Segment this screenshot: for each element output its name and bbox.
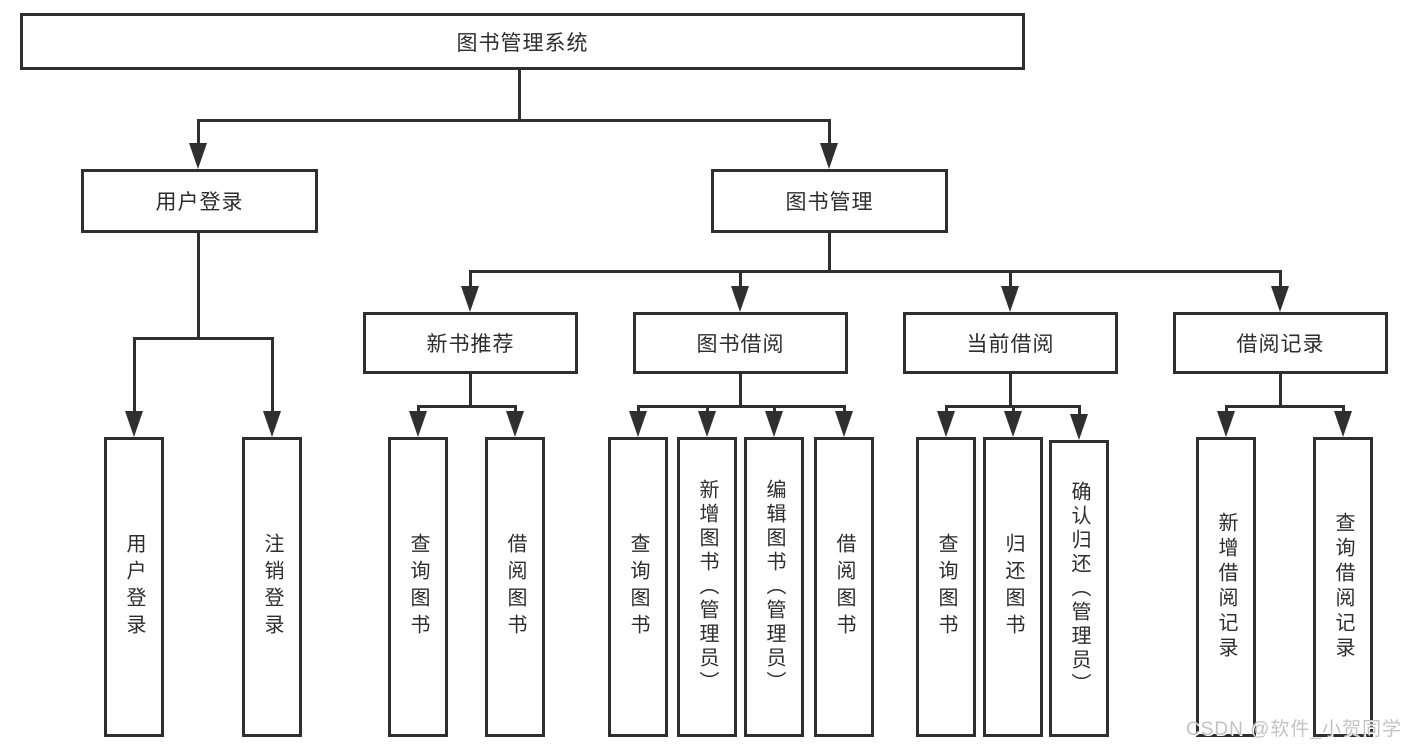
- node-leaf-bb-query-books: 查询图书: [608, 437, 668, 737]
- connector-line: [1009, 270, 1012, 288]
- node-leaf-user-login: 用户登录: [104, 437, 164, 737]
- node-user-login-group-label: 用户登录: [155, 191, 244, 214]
- arrow-down-icon: [1271, 286, 1289, 312]
- node-leaf-cb-query-books: 查询图书: [916, 437, 976, 737]
- node-leaf-user-login-label: 用户登录: [123, 533, 145, 641]
- arrow-down-icon: [1001, 286, 1019, 312]
- node-leaf-cb-return-books: 归还图书: [983, 437, 1043, 737]
- connector-line: [514, 405, 517, 415]
- node-leaf-bb-borrow-books-label: 借阅图书: [833, 533, 855, 641]
- connector-line: [1009, 374, 1012, 407]
- connector-line: [271, 337, 274, 413]
- arrow-down-icon: [820, 143, 838, 169]
- node-leaf-nbr-query-books: 查询图书: [388, 437, 448, 737]
- node-borrowing-records-label: 借阅记录: [1236, 333, 1325, 356]
- connector-line: [1012, 405, 1015, 415]
- node-book-borrowing: 图书借阅: [633, 312, 848, 374]
- connector-line: [133, 337, 274, 340]
- node-borrowing-records: 借阅记录: [1173, 312, 1388, 374]
- connector-line: [1342, 405, 1345, 415]
- connector-line: [417, 405, 420, 415]
- connector-line: [1279, 270, 1282, 288]
- node-leaf-bb-query-books-label: 查询图书: [627, 533, 649, 641]
- connector-line: [197, 119, 200, 147]
- connector-line: [197, 119, 831, 122]
- node-leaf-bb-add-books: 新增图书（管理员）: [677, 437, 737, 737]
- node-leaf-cb-return-books-label: 归还图书: [1002, 533, 1024, 641]
- connector-line: [945, 405, 948, 415]
- arrow-down-icon: [835, 411, 853, 437]
- connector-line: [828, 233, 831, 272]
- arrow-down-icon: [1334, 411, 1352, 437]
- node-leaf-cb-confirm-return-label: 确认归还（管理员）: [1068, 480, 1090, 697]
- connector-line: [739, 374, 742, 407]
- connector-line: [469, 374, 472, 407]
- connector-line: [637, 405, 846, 408]
- connector-line: [417, 405, 517, 408]
- connector-line: [637, 405, 640, 415]
- connector-line: [773, 405, 776, 415]
- node-leaf-logout: 注销登录: [242, 437, 302, 737]
- node-leaf-nbr-borrow-books-label: 借阅图书: [504, 533, 526, 641]
- node-leaf-br-add-record-label: 新增借阅记录: [1215, 512, 1237, 662]
- arrow-down-icon: [263, 411, 281, 437]
- node-book-borrowing-label: 图书借阅: [696, 333, 785, 356]
- arrow-down-icon: [765, 411, 783, 437]
- node-leaf-cb-confirm-return: 确认归还（管理员）: [1049, 440, 1109, 737]
- arrow-down-icon: [409, 411, 427, 437]
- connector-line: [1279, 374, 1282, 407]
- connector-line: [1225, 405, 1228, 415]
- node-leaf-br-query-record: 查询借阅记录: [1313, 437, 1373, 737]
- arrow-down-icon: [1004, 411, 1022, 437]
- connector-line: [469, 270, 1282, 273]
- node-book-management: 图书管理: [711, 169, 948, 233]
- connector-line: [518, 68, 521, 121]
- node-leaf-bb-borrow-books: 借阅图书: [814, 437, 874, 737]
- node-root-label: 图书管理系统: [456, 31, 589, 55]
- node-new-book-recommend: 新书推荐: [363, 312, 578, 374]
- node-leaf-bb-add-books-label: 新增图书（管理员）: [696, 479, 718, 695]
- node-leaf-br-query-record-label: 查询借阅记录: [1332, 512, 1354, 662]
- connector-line: [1225, 405, 1345, 408]
- connector-line: [469, 270, 472, 288]
- node-leaf-logout-label: 注销登录: [261, 533, 283, 641]
- arrow-down-icon: [125, 411, 143, 437]
- connector-line: [706, 405, 709, 415]
- arrow-down-icon: [506, 411, 524, 437]
- node-book-management-label: 图书管理: [785, 191, 874, 214]
- connector-line: [1078, 405, 1081, 417]
- connector-line: [828, 119, 831, 147]
- arrow-down-icon: [937, 411, 955, 437]
- node-leaf-br-add-record: 新增借阅记录: [1196, 437, 1256, 737]
- arrow-down-icon: [461, 286, 479, 312]
- arrow-down-icon: [698, 411, 716, 437]
- arrow-down-icon: [629, 411, 647, 437]
- node-root: 图书管理系统: [20, 13, 1025, 70]
- node-leaf-bb-edit-books-label: 编辑图书（管理员）: [763, 479, 785, 695]
- node-leaf-bb-edit-books: 编辑图书（管理员）: [744, 437, 804, 737]
- node-user-login-group: 用户登录: [81, 169, 318, 233]
- connector-line: [133, 337, 136, 413]
- arrow-down-icon: [1070, 414, 1088, 440]
- node-current-borrowing-label: 当前借阅: [966, 333, 1055, 356]
- connector-line: [739, 270, 742, 288]
- node-leaf-cb-query-books-label: 查询图书: [935, 533, 957, 641]
- connector-line: [843, 405, 846, 415]
- arrow-down-icon: [189, 143, 207, 169]
- arrow-down-icon: [731, 286, 749, 312]
- connector-line: [197, 233, 200, 339]
- arrow-down-icon: [1217, 411, 1235, 437]
- node-leaf-nbr-query-books-label: 查询图书: [407, 533, 429, 641]
- node-current-borrowing: 当前借阅: [903, 312, 1118, 374]
- node-new-book-recommend-label: 新书推荐: [426, 333, 515, 356]
- watermark: CSDN @软件_小贺同学: [1186, 719, 1402, 740]
- node-leaf-nbr-borrow-books: 借阅图书: [485, 437, 545, 737]
